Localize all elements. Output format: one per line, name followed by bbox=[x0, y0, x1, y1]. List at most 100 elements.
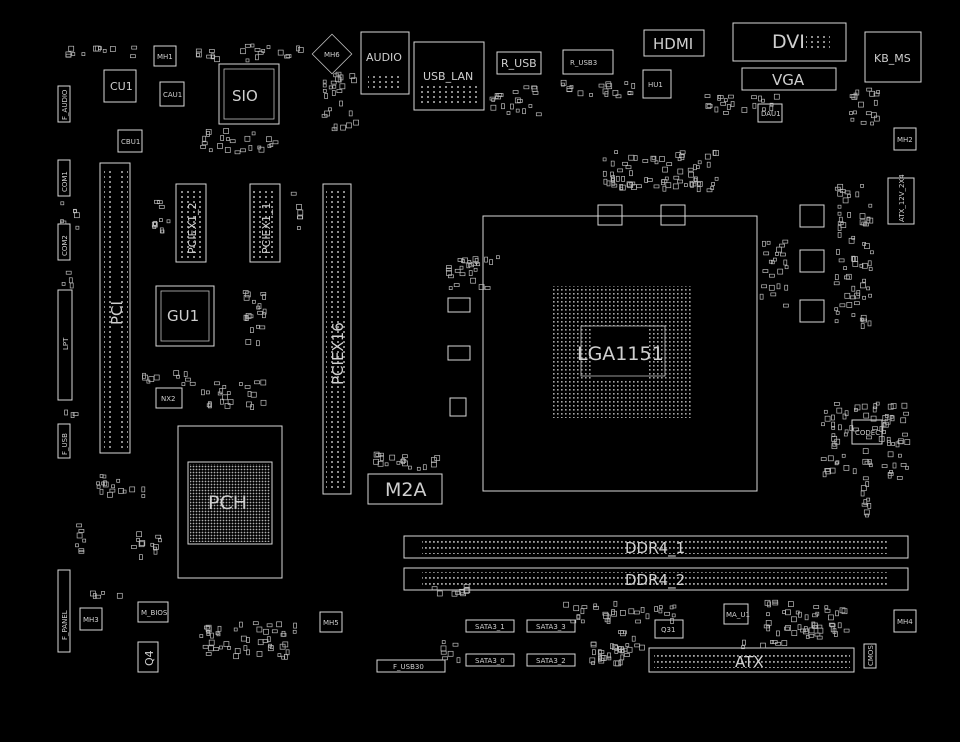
passive-part bbox=[720, 101, 727, 106]
passive-part bbox=[577, 90, 584, 97]
passive-part bbox=[336, 89, 343, 93]
passive-part bbox=[870, 250, 874, 255]
passive-part bbox=[377, 460, 384, 467]
passive-part bbox=[770, 640, 774, 644]
passive-part bbox=[244, 43, 251, 48]
passive-part bbox=[454, 268, 461, 273]
passive-part bbox=[452, 642, 459, 647]
atx-12v-header: ATX_12V_2X4 bbox=[887, 174, 915, 225]
passive-part bbox=[340, 124, 346, 131]
passive-part bbox=[860, 323, 865, 329]
passive-part bbox=[223, 128, 229, 134]
passive-part bbox=[730, 101, 735, 107]
rear-usb3-connector: R_USB3 bbox=[562, 49, 614, 75]
passive-part bbox=[476, 262, 481, 267]
passive-part bbox=[282, 641, 289, 648]
passive-part bbox=[95, 594, 102, 599]
passive-part bbox=[865, 481, 870, 487]
passive-part bbox=[860, 490, 865, 497]
passive-part bbox=[250, 404, 254, 410]
passive-part bbox=[580, 619, 585, 624]
passive-part bbox=[245, 58, 250, 63]
q31-label: Q31 bbox=[661, 626, 675, 634]
passive-part bbox=[210, 53, 215, 60]
passive-part bbox=[209, 49, 215, 53]
passive-part bbox=[884, 414, 889, 418]
atx-label: ATX bbox=[735, 653, 764, 671]
passive-part bbox=[74, 212, 80, 219]
passive-part bbox=[837, 211, 842, 216]
passive-part bbox=[269, 645, 274, 649]
passive-part bbox=[864, 243, 870, 249]
passive-part bbox=[615, 660, 621, 667]
passive-part bbox=[296, 204, 302, 210]
hdmi-connector: HDMI bbox=[643, 29, 705, 57]
usb-lan-connector: USB_LAN bbox=[413, 41, 485, 111]
passive-part bbox=[296, 45, 300, 52]
passive-part bbox=[642, 159, 649, 163]
passive-part bbox=[892, 462, 897, 469]
passive-part bbox=[401, 458, 405, 465]
kb-ms-label: KB_MS bbox=[874, 52, 911, 65]
passive-part bbox=[830, 626, 835, 633]
passive-part bbox=[824, 468, 831, 472]
passive-part bbox=[887, 403, 894, 410]
passive-part bbox=[254, 380, 260, 385]
passive-part bbox=[658, 605, 663, 609]
passive-part bbox=[269, 143, 274, 147]
passive-part bbox=[897, 440, 904, 444]
passive-part bbox=[189, 381, 196, 386]
passive-part bbox=[766, 612, 770, 617]
passive-part bbox=[862, 476, 869, 481]
passive-part bbox=[861, 262, 868, 269]
passive-part bbox=[257, 303, 262, 309]
passive-part bbox=[256, 626, 263, 633]
passive-part bbox=[333, 123, 338, 130]
passive-part bbox=[844, 275, 850, 280]
passive-part bbox=[626, 181, 633, 188]
passive-part bbox=[491, 98, 496, 102]
passive-part bbox=[463, 583, 470, 588]
passive-part bbox=[136, 531, 142, 538]
passive-part bbox=[726, 104, 731, 110]
passive-part bbox=[297, 215, 304, 220]
hu1-label: HU1 bbox=[648, 81, 663, 89]
passive-part bbox=[783, 259, 788, 266]
passive-part bbox=[72, 412, 79, 416]
passive-part bbox=[863, 509, 870, 516]
passive-part bbox=[285, 54, 292, 58]
passive-part bbox=[758, 95, 762, 102]
f-audio-label: F_AUDIO bbox=[61, 89, 69, 120]
passive-part bbox=[866, 87, 873, 92]
passive-part bbox=[431, 586, 438, 591]
passive-part bbox=[94, 45, 101, 52]
passive-part bbox=[297, 226, 301, 230]
cau1-label: CAU1 bbox=[163, 91, 182, 99]
passive-part bbox=[903, 411, 909, 416]
passive-part bbox=[635, 619, 641, 624]
passive-part bbox=[330, 80, 337, 85]
passive-part bbox=[627, 182, 634, 189]
passive-part bbox=[825, 468, 831, 475]
passive-part bbox=[776, 246, 782, 253]
passive-part bbox=[606, 83, 613, 90]
passive-part bbox=[862, 278, 866, 283]
nx2-label: NX2 bbox=[161, 395, 176, 403]
passive-part bbox=[804, 614, 809, 621]
passive-part bbox=[373, 458, 379, 465]
passive-part bbox=[610, 178, 615, 182]
cmos-jumper: CMOS bbox=[863, 643, 877, 669]
passive-part bbox=[256, 651, 263, 657]
passive-part bbox=[752, 102, 757, 109]
passive-part bbox=[462, 257, 468, 264]
passive-part bbox=[890, 403, 897, 409]
passive-part bbox=[195, 51, 202, 58]
passive-part bbox=[860, 314, 867, 321]
passive-part bbox=[631, 83, 636, 89]
passive-part bbox=[610, 160, 615, 167]
passive-part bbox=[256, 324, 260, 329]
passive-part bbox=[208, 402, 212, 409]
passive-part bbox=[183, 371, 188, 377]
passive-part bbox=[244, 135, 251, 142]
passive-part bbox=[244, 291, 251, 298]
